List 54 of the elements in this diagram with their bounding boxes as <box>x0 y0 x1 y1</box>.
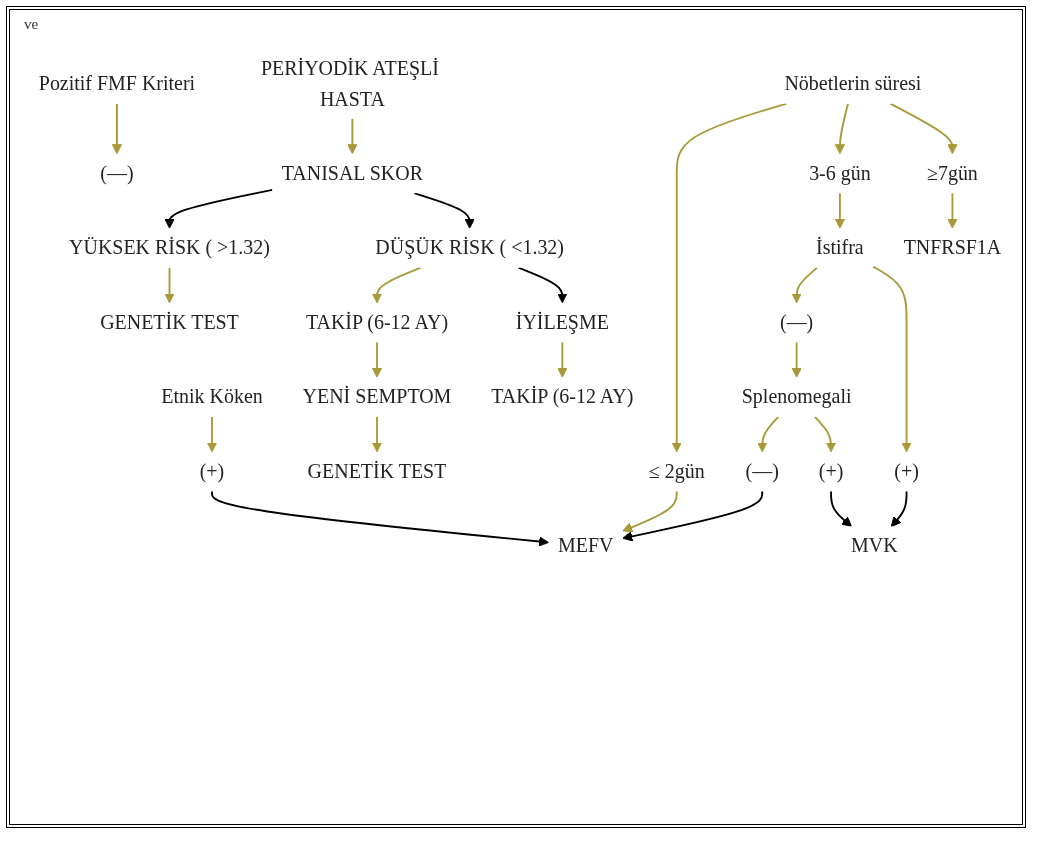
node-text: TAKİP (6-12 AY) <box>491 385 634 408</box>
arrow <box>791 266 819 304</box>
arrow <box>947 192 958 229</box>
node-text: DÜŞÜK RİSK ( <1.32) <box>375 236 564 259</box>
node-text: PERİYODİK ATEŞLİ HASTA <box>260 57 439 110</box>
note-text: ve <box>24 16 39 32</box>
arrow <box>671 102 788 453</box>
arrow <box>622 490 678 533</box>
node-text: ≤ 2gün <box>648 460 705 483</box>
node-text: (—) <box>745 460 779 483</box>
node-text: TNFRSF1A <box>903 236 1002 259</box>
node-text: Etnik Köken <box>161 385 263 408</box>
arrow <box>834 102 849 155</box>
arrow <box>164 188 274 229</box>
arrow <box>413 192 475 229</box>
node-text: YÜKSEK RİSK ( >1.32) <box>69 236 270 259</box>
node-text: (+) <box>894 460 919 483</box>
node-text: İYİLEŞME <box>515 311 609 334</box>
arrow <box>813 415 837 453</box>
node-text: ≥7gün <box>926 162 978 185</box>
arrow <box>757 415 780 453</box>
node-text: (+) <box>199 460 225 483</box>
arrow <box>371 415 383 453</box>
arrow <box>622 490 764 542</box>
arrow <box>164 266 175 304</box>
node-text: MVK <box>851 534 898 558</box>
node-text: Nöbetlerin süresi <box>784 72 922 95</box>
node-text: İstifra <box>816 236 864 259</box>
arrow <box>872 265 912 453</box>
arrow <box>211 490 550 547</box>
node-text: Splenomegali <box>741 385 852 408</box>
arrow <box>371 266 422 304</box>
node-text: MEFV <box>558 534 614 558</box>
arrow <box>206 415 218 453</box>
arrow <box>517 266 568 304</box>
node-text: (—) <box>100 162 134 185</box>
node-text: Pozitif FMF Kriteri <box>38 72 196 95</box>
arrow <box>111 102 123 155</box>
node-text: (—) <box>780 311 814 334</box>
arrow <box>371 341 383 378</box>
arrow <box>791 341 802 378</box>
node-text: GENETİK TEST <box>100 311 239 334</box>
node-text: TANISAL SKOR <box>281 162 423 185</box>
arrow <box>889 102 958 155</box>
node-text: 3-6 gün <box>809 162 871 185</box>
node-text: (+) <box>818 460 844 483</box>
node-text: YENİ SEMPTOM <box>302 385 452 408</box>
node-text: GENETİK TEST <box>307 460 447 483</box>
arrow <box>890 490 908 527</box>
arrow <box>834 192 846 229</box>
arrow <box>557 341 568 378</box>
node-text: TAKİP (6-12 AY) <box>305 311 449 334</box>
arrow <box>830 490 852 527</box>
arrow <box>347 117 358 155</box>
